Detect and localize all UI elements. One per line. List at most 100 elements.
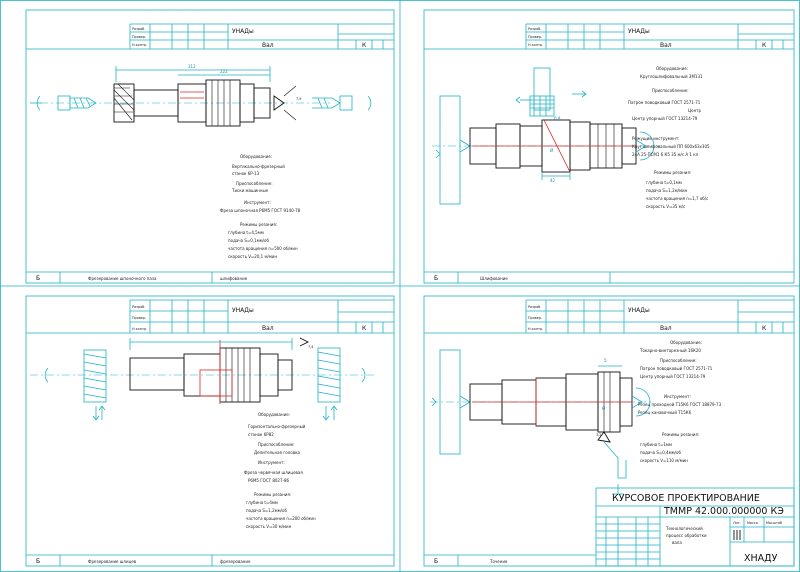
svg-text:Н.контр.: Н.контр. <box>528 43 543 47</box>
svg-text:Круглошлифовальный 3М131: Круглошлифовальный 3М131 <box>640 74 703 79</box>
svg-text:подача S=0,4мм/об: подача S=0,4мм/об <box>640 450 681 455</box>
svg-text:Инструмент:: Инструмент: <box>244 200 271 205</box>
svg-text:Ø: Ø <box>550 148 553 153</box>
svg-text:Инструмент:: Инструмент: <box>258 460 285 465</box>
sheet-4-equipment: Оборудование: Токарно-винторезный 16К20 … <box>638 340 722 463</box>
sheet-1-col1: Разраб. <box>132 27 145 31</box>
sheet-1-part: Вал <box>262 42 274 49</box>
svg-text:Б: Б <box>434 275 438 282</box>
sheet-1: Разраб. Провер. Н.контр. УНАДы Вал К 312 <box>25 9 395 284</box>
sheet-3-part: Вал <box>262 325 274 332</box>
sheet-2-equipment: Оборудование: Круглошлифовальный 3М131 П… <box>628 66 710 209</box>
svg-text:Фреза шпоночная Р6М5 ГОСТ 9140: Фреза шпоночная Р6М5 ГОСТ 9140-78 <box>220 208 301 213</box>
svg-text:Резец проходной Т15К6 ГОСТ 188: Резец проходной Т15К6 ГОСТ 18879-73 <box>638 402 722 407</box>
svg-text:Режущий инструмент:: Режущий инструмент: <box>632 136 680 141</box>
svg-text:Оборудование:: Оборудование: <box>240 154 272 159</box>
sheet-3: Разраб. Провер. Н.контр. УНАДы Вал К <box>25 295 395 567</box>
svg-text:24А 25-ПСМ1 6 К5 35 м/с А 1 кл: 24А 25-ПСМ1 6 К5 35 м/с А 1 кл <box>632 152 699 157</box>
svg-text:7,9: 7,9 <box>296 97 301 101</box>
svg-text:Разраб.: Разраб. <box>132 305 145 309</box>
svg-text:Масштаб: Масштаб <box>766 521 782 525</box>
svg-text:Приспособление:: Приспособление: <box>660 358 697 363</box>
sheet-2: Разраб. Провер. Н.контр. УНАДы Вал К <box>423 9 795 284</box>
sheet-4-header: Разраб. Провер. Н.контр. УНАДы Вал К <box>424 299 794 334</box>
svg-text:Режимы резания:: Режимы резания: <box>654 170 691 175</box>
svg-text:подача S=1,2мм/об: подача S=1,2мм/об <box>246 508 287 513</box>
svg-text:подача S=0,1мм/об: подача S=0,1мм/об <box>228 238 269 243</box>
svg-text:312: 312 <box>188 64 196 69</box>
svg-text:Разраб.: Разраб. <box>528 27 541 31</box>
svg-text:Делительная головка: Делительная головка <box>254 450 301 455</box>
sheet-2-part: Вал <box>660 42 672 49</box>
svg-text:скорость V=110 м/мин: скорость V=110 м/мин <box>640 458 688 463</box>
sheet-1-col3: Н.контр. <box>132 43 147 47</box>
svg-text:Б: Б <box>36 275 40 282</box>
sheet-2-shaft-drawing: 42 0,8 Ø <box>432 67 660 205</box>
svg-text:Н.контр.: Н.контр. <box>528 327 543 331</box>
sheet-4-footer-text: Точение <box>489 559 508 564</box>
sheet-3-org: УНАДы <box>232 307 254 314</box>
svg-text:Провер.: Провер. <box>528 35 542 39</box>
svg-text:частота вращения n=1,7 об/с: частота вращения n=1,7 об/с <box>646 196 708 201</box>
svg-text:частота вращения n=200 об/мин: частота вращения n=200 об/мин <box>246 516 316 521</box>
svg-text:Круг шлифовальный ПП 600х63х30: Круг шлифовальный ПП 600х63х305 <box>632 144 710 149</box>
svg-text:Р6М5 ГОСТ 8027-86: Р6М5 ГОСТ 8027-86 <box>248 478 289 483</box>
title-block-doc-name-2: процесс обработки <box>666 533 707 538</box>
sheet-1-footer-text: Фрезерование шпоночного паза <box>88 276 157 281</box>
svg-text:Провер.: Провер. <box>528 316 542 320</box>
svg-text:Ø: Ø <box>602 406 605 411</box>
svg-text:5: 5 <box>604 358 607 363</box>
svg-text:Приспособление:: Приспособление: <box>236 181 273 186</box>
svg-text:подача S=1,2м/мин: подача S=1,2м/мин <box>646 188 688 193</box>
svg-text:Токарно-винторезный 16К20: Токарно-винторезный 16К20 <box>639 348 701 353</box>
svg-text:Приспособление:: Приспособление: <box>258 442 295 447</box>
svg-text:глубина t=4,5мм: глубина t=4,5мм <box>228 230 264 235</box>
title-block-org: ХНАДУ <box>744 553 778 564</box>
svg-text:Б: Б <box>434 558 438 565</box>
svg-text:К: К <box>362 325 367 332</box>
svg-text:Режимы резания:: Режимы резания: <box>254 492 291 497</box>
sheet-1-shaft-drawing: 312 222 7,9 <box>30 64 372 127</box>
sheet-2-header: Разраб. Провер. Н.контр. УНАДы Вал К <box>424 23 794 50</box>
svg-text:Оборудование:: Оборудование: <box>656 66 688 71</box>
title-block-heading: КУРСОВОЕ ПРОЕКТИРОВАНИЕ <box>612 493 760 504</box>
sheet-2-org: УНАДы <box>628 28 650 35</box>
sheet-2-footer-text: Шлифование <box>480 276 508 281</box>
svg-text:Н.контр.: Н.контр. <box>132 327 147 331</box>
sheet-1-footer: Б Фрезерование шпоночного паза шлифовани… <box>26 271 394 283</box>
svg-text:Центр упорный ГОСТ 13214-79: Центр упорный ГОСТ 13214-79 <box>640 374 706 379</box>
sheet-4: Разраб. Провер. Н.контр. УНАДы Вал К 5 Ø <box>423 295 795 567</box>
sheet-4-part: Вал <box>660 325 672 332</box>
title-block-doc-code: ТММР 42.000.000000 КЭ <box>663 506 784 517</box>
svg-text:Вертикально-фрезерный: Вертикально-фрезерный <box>232 164 285 169</box>
svg-text:0,8: 0,8 <box>554 116 561 121</box>
svg-text:частота вращения n=500 об/мин: частота вращения n=500 об/мин <box>228 246 298 251</box>
sheet-1-header: Разраб. Провер. Н.контр. УНАДы Вал К <box>26 23 394 50</box>
svg-text:Разраб.: Разраб. <box>528 305 541 309</box>
svg-text:К: К <box>762 325 767 332</box>
svg-text:Режимы резания:: Режимы резания: <box>662 432 699 437</box>
svg-text:Лит.: Лит. <box>733 521 741 525</box>
svg-text:Оборудование:: Оборудование: <box>258 412 290 417</box>
svg-text:7,4: 7,4 <box>308 345 313 349</box>
sheet-2-frame <box>423 9 795 284</box>
svg-text:Оборудование:: Оборудование: <box>670 340 702 345</box>
svg-text:скорость V=30 м/мин: скорость V=30 м/мин <box>246 524 292 529</box>
svg-text:станок 6Р82: станок 6Р82 <box>248 432 274 437</box>
svg-text:Горизонтально-фрезерный: Горизонтально-фрезерный <box>248 424 306 429</box>
title-block-doc-name-1: Технологический <box>665 526 703 531</box>
svg-text:Патрон поводковый ГОСТ 2571-71: Патрон поводковый ГОСТ 2571-71 <box>628 100 701 105</box>
svg-text:Фреза червячная шлицевая: Фреза червячная шлицевая <box>244 470 303 475</box>
sheet-4-org: УНАДы <box>628 307 650 314</box>
sheet-1-footer-right: шлифование <box>220 276 248 281</box>
svg-text:глубина t=1мм: глубина t=1мм <box>640 442 672 447</box>
svg-text:скорость V=35 м/с: скорость V=35 м/с <box>646 204 685 209</box>
sheet-4-shaft-drawing: 5 Ø 3,2 <box>430 349 654 495</box>
svg-text:К: К <box>762 42 767 49</box>
svg-text:Инструмент:: Инструмент: <box>664 394 691 399</box>
sheet-3-footer-text: Фрезерование шлицев <box>88 559 137 564</box>
sheet-3-header: Разраб. Провер. Н.контр. УНАДы Вал К <box>26 299 394 334</box>
sheet-3-frame <box>25 295 395 567</box>
svg-text:Б: Б <box>36 558 40 565</box>
svg-text:Тиски машинные: Тиски машинные <box>231 188 269 193</box>
